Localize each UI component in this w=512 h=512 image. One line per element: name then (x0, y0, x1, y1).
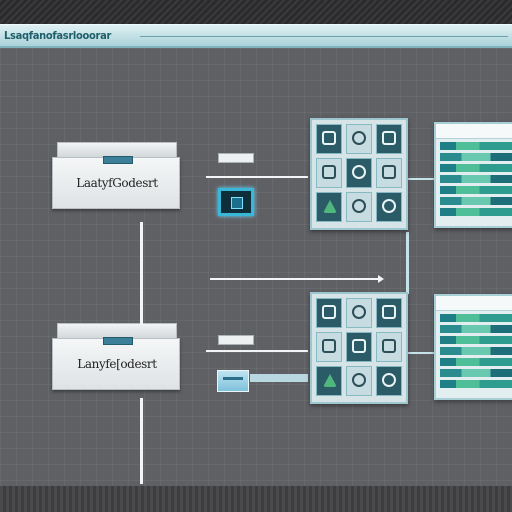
square-icon (352, 339, 366, 353)
diagram-canvas[interactable] (0, 48, 512, 486)
top-box-tab (103, 156, 133, 164)
table-row (440, 208, 512, 216)
triangle-icon (323, 200, 337, 213)
bottom-small-tag (218, 335, 254, 345)
app-icon[interactable] (376, 332, 402, 362)
circle-icon (352, 373, 366, 387)
app-icon[interactable] (316, 298, 342, 328)
connector-top-trunk (140, 222, 143, 324)
circle-icon (382, 199, 396, 213)
app-icon[interactable] (346, 298, 372, 328)
arrowhead-icon (378, 275, 384, 283)
app-icon[interactable] (346, 366, 372, 396)
app-icon[interactable] (316, 124, 342, 154)
app-icon[interactable] (346, 192, 372, 222)
table-row (440, 153, 512, 161)
bottom-node-icon[interactable] (217, 370, 249, 392)
table-header (436, 296, 512, 311)
circle-icon (352, 199, 366, 213)
table-row (440, 347, 512, 355)
table-row (440, 336, 512, 344)
square-icon (322, 131, 336, 145)
bottom-box-label: Lanyfe[odesrt (77, 357, 157, 371)
app-icon[interactable] (376, 192, 402, 222)
app-icon[interactable] (376, 298, 402, 328)
square-icon (322, 305, 336, 319)
connector-bottom-trunk (140, 398, 143, 484)
app-icon[interactable] (346, 332, 372, 362)
app-icon[interactable] (316, 158, 342, 188)
app-icon[interactable] (376, 124, 402, 154)
app-icon[interactable] (376, 158, 402, 188)
top-table-panel[interactable] (434, 122, 512, 228)
top-box-label: LaatyfGodesrt (76, 176, 158, 190)
table-rows (440, 142, 512, 219)
bottom-box-tab (103, 337, 133, 345)
connector-middle-arrow (210, 278, 378, 280)
app-icon[interactable] (346, 158, 372, 188)
square-icon (322, 165, 336, 179)
table-row (440, 369, 512, 377)
top-node-inner (231, 197, 243, 209)
circle-icon (352, 305, 366, 319)
table-row (440, 325, 512, 333)
table-row (440, 142, 512, 150)
connector-bottom-panels (406, 352, 434, 354)
table-row (440, 197, 512, 205)
connector-top-panels (406, 178, 434, 180)
app-icon[interactable] (316, 192, 342, 222)
table-row (440, 358, 512, 366)
table-header (436, 124, 512, 139)
table-row (440, 314, 512, 322)
window-title: Lsaqfanofasrlooorar (4, 29, 112, 42)
triangle-icon (323, 374, 337, 387)
bottom-icon-grid (316, 298, 402, 398)
app-icon[interactable] (316, 366, 342, 396)
square-icon (322, 339, 336, 353)
table-rows (440, 314, 512, 391)
connector-panels-vertical (406, 232, 409, 294)
app-icon[interactable] (346, 124, 372, 154)
square-icon (382, 131, 396, 145)
table-row (440, 164, 512, 172)
top-icon-grid (316, 124, 402, 224)
top-node-icon[interactable] (218, 188, 254, 216)
top-small-tag (218, 153, 254, 163)
connector-top-right (206, 176, 308, 178)
bottom-frame (0, 486, 512, 512)
app-icon[interactable] (316, 332, 342, 362)
app-icon[interactable] (376, 366, 402, 396)
connector-bottom-right (206, 350, 308, 352)
connector-bottom-link (250, 374, 308, 382)
window-titlebar: Lsaqfanofasrlooorar (0, 24, 512, 48)
bottom-icon-panel[interactable] (310, 292, 408, 404)
titlebar-rule (140, 36, 508, 37)
table-row (440, 175, 512, 183)
circle-icon (352, 165, 366, 179)
circle-icon (352, 131, 366, 145)
square-icon (382, 305, 396, 319)
square-icon (382, 339, 396, 353)
top-label-box[interactable]: LaatyfGodesrt (52, 142, 180, 209)
bottom-table-panel[interactable] (434, 294, 512, 400)
circle-icon (382, 373, 396, 387)
bottom-label-box[interactable]: Lanyfe[odesrt (52, 323, 180, 390)
table-row (440, 186, 512, 194)
table-row (440, 380, 512, 388)
bottom-node-bar (223, 377, 243, 380)
square-icon (382, 165, 396, 179)
top-icon-panel[interactable] (310, 118, 408, 230)
